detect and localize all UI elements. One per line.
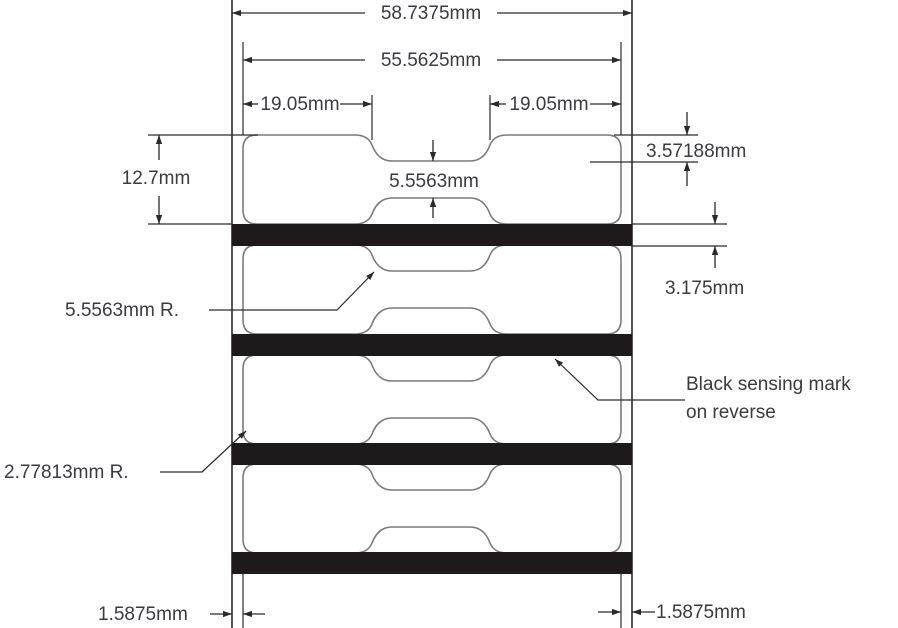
- sensing-mark-2: [232, 334, 632, 356]
- dim-label-height: 12.7mm: [122, 134, 258, 225]
- dim-left-lobe: 19.05mm: [243, 94, 372, 115]
- neck-radius-text: 5.5563mm R.: [65, 300, 179, 321]
- sensing-mark-3: [232, 443, 632, 465]
- label-2: [242, 244, 622, 335]
- corner-radius-text: 2.77813mm R.: [4, 462, 129, 483]
- overall-width-text: 58.7375mm: [381, 3, 481, 24]
- right-lobe-text: 19.05mm: [509, 94, 588, 115]
- note-corner-radius: 2.77813mm R.: [4, 430, 247, 483]
- dim-label-width: 55.5625mm: [243, 50, 621, 71]
- dim-overall-width: 58.7375mm: [232, 3, 632, 24]
- dim-right-lobe: 19.05mm: [490, 94, 621, 115]
- right-margin-text: 1.5875mm: [656, 602, 746, 623]
- sensing-mark-1: [232, 224, 632, 246]
- neck-inset-text: 3.57188mm: [646, 141, 746, 162]
- note-neck-radius: 5.5563mm R.: [65, 271, 375, 321]
- sensing-mark-text-1: Black sensing mark: [686, 374, 851, 395]
- neck-height-text: 5.5563mm: [389, 171, 479, 192]
- dim-left-margin: 1.5875mm: [98, 604, 265, 625]
- label-width-text: 55.5625mm: [381, 50, 481, 71]
- dim-neck-inset: 3.57188mm: [590, 112, 746, 186]
- sensing-mark-text-2: on reverse: [686, 402, 776, 423]
- label-height-text: 12.7mm: [122, 168, 191, 189]
- mark-height-text: 3.175mm: [665, 278, 744, 299]
- left-margin-text: 1.5875mm: [98, 604, 188, 625]
- label-4: [242, 463, 622, 554]
- dim-mark-height: 3.175mm: [632, 202, 744, 299]
- sensing-mark-4: [232, 552, 632, 574]
- dim-neck-height: 5.5563mm: [389, 140, 479, 218]
- dim-right-margin: 1.5875mm: [598, 602, 746, 623]
- left-lobe-text: 19.05mm: [260, 94, 339, 115]
- note-sensing-mark: Black sensing mark on reverse: [554, 358, 851, 423]
